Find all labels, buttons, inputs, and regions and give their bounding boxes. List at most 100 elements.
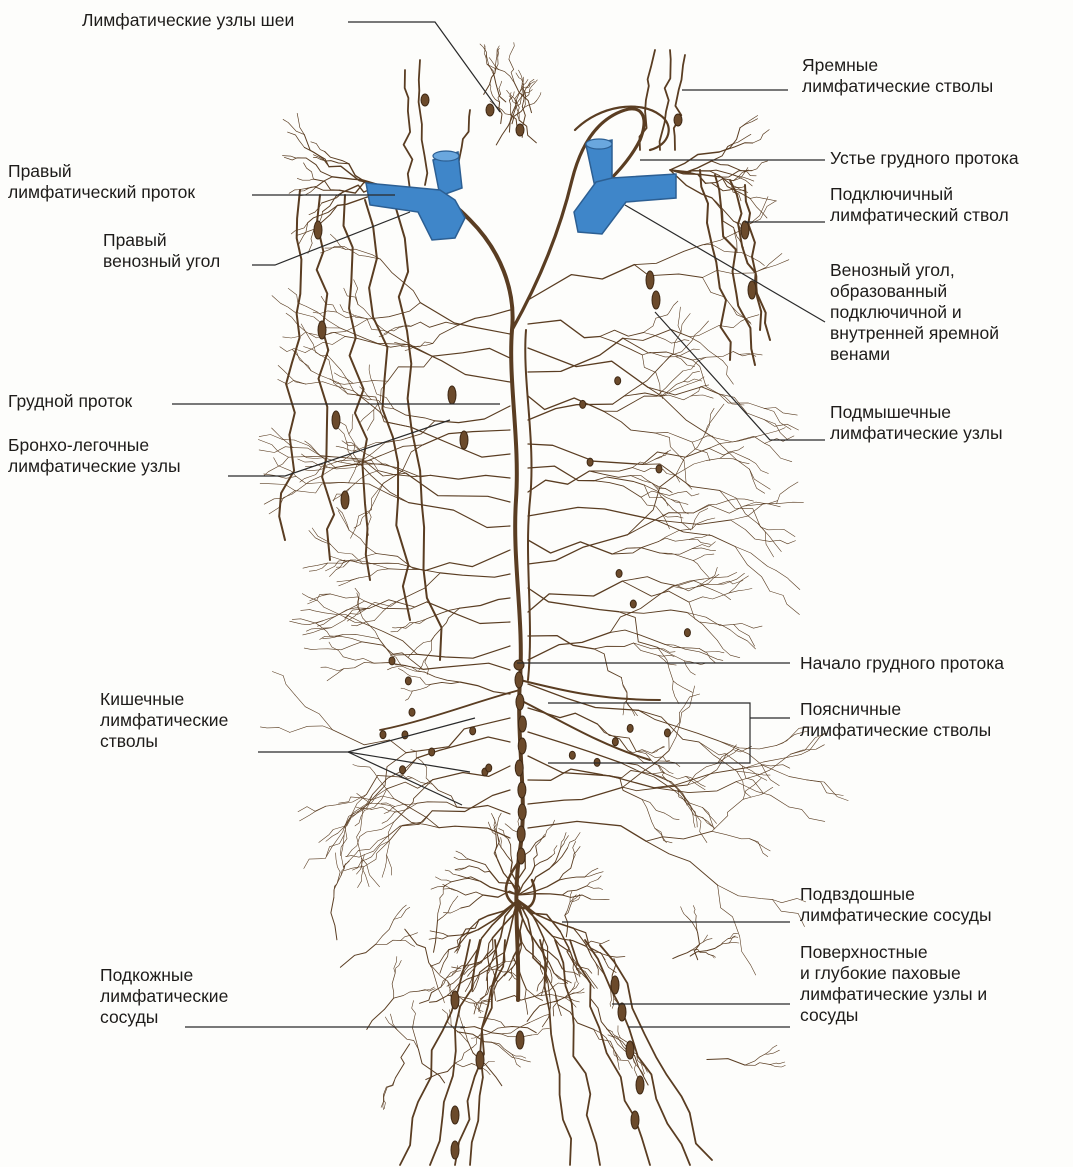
- left-shoulder-vessel: [750, 198, 767, 218]
- left-side-tributary: [412, 684, 431, 691]
- right-side-tributary: [528, 396, 604, 411]
- left-side-tributary: [385, 331, 433, 357]
- subcutaneous-vessel: [384, 1078, 395, 1096]
- right-side-tributary: [709, 448, 750, 459]
- left-side-tributary: [411, 676, 431, 684]
- left-side-tributary: [294, 440, 335, 467]
- right-side-tributary: [663, 757, 680, 767]
- subcutaneous-vessel: [770, 1065, 785, 1068]
- lymph-node: [518, 738, 526, 754]
- lymph-node: [748, 281, 756, 299]
- right-side-tributary: [528, 507, 656, 520]
- left-side-tributary: [297, 352, 312, 371]
- iliac-vessel: [559, 860, 573, 881]
- left-side-tributary: [460, 598, 511, 608]
- left-side-tributary: [283, 332, 306, 338]
- subcutaneous-vessel: [438, 907, 451, 921]
- left-side-tributary: [394, 409, 435, 421]
- iliac-vessel: [522, 941, 537, 959]
- right-side-tributary: [677, 585, 712, 591]
- left-side-tributary: [347, 837, 360, 857]
- right-side-tributary: [718, 741, 761, 765]
- lymph-node: [460, 431, 468, 449]
- lymph-node: [405, 677, 411, 685]
- lymph-node: [674, 114, 682, 126]
- lymph-node: [517, 848, 525, 864]
- left-side-tributary: [417, 636, 435, 648]
- left-shoulder-vessel: [734, 134, 751, 143]
- right-side-tributary: [737, 771, 751, 797]
- iliac-vessel: [461, 920, 479, 937]
- left-arm-vessel: [745, 185, 761, 330]
- left-side-tributary: [288, 288, 306, 306]
- iliac-vessel: [587, 876, 601, 886]
- lymph-node: [616, 570, 622, 578]
- left-side-tributary: [300, 467, 322, 482]
- left-side-tributary: [371, 803, 398, 812]
- subcutaneous-vessel: [331, 898, 337, 940]
- neck-vessel: [480, 44, 487, 57]
- left-side-tributary: [420, 303, 510, 334]
- right-side-tributary: [720, 458, 749, 463]
- leg-lymphatic-vessel: [400, 940, 470, 1165]
- left-side-tributary: [304, 347, 328, 356]
- right-side-tributary: [764, 408, 791, 429]
- right-side-tributary: [604, 411, 655, 433]
- left-side-tributary: [368, 303, 421, 319]
- lymph-node: [476, 1051, 484, 1069]
- right-side-tributary: [528, 632, 610, 660]
- right-side-tributary: [667, 301, 678, 315]
- left-side-tributary: [427, 602, 510, 624]
- left-side-tributary: [345, 609, 366, 618]
- subcutaneous-vessel: [551, 993, 569, 1002]
- subcutaneous-vessel: [376, 940, 401, 944]
- left-side-tributary: [357, 809, 363, 858]
- right-side-tributary: [528, 348, 648, 387]
- right-side-tributary: [622, 577, 677, 586]
- subcutaneous-vessel: [392, 973, 395, 998]
- label-jugular-trunks: Яремные лимфатические стволы: [802, 55, 993, 97]
- left-side-tributary: [358, 867, 364, 888]
- right-side-tributary: [626, 702, 634, 716]
- venous-angles: [366, 139, 676, 240]
- left-side-tributary: [440, 573, 510, 577]
- right-side-tributary: [648, 387, 713, 437]
- right-side-tributary: [528, 756, 654, 788]
- left-side-tributary: [331, 608, 369, 627]
- right-shoulder-vessel: [297, 178, 313, 180]
- left-side-tributary: [260, 483, 295, 490]
- left-side-tributary: [435, 406, 510, 423]
- right-side-tributary: [712, 831, 750, 839]
- left-side-tributary: [398, 322, 420, 328]
- left-side-tributary: [321, 667, 344, 671]
- right-side-tributary: [619, 612, 658, 648]
- right-side-tributary: [594, 643, 634, 649]
- right-side-tributary: [623, 751, 669, 788]
- lymph-node: [612, 738, 618, 746]
- right-side-tributary: [764, 420, 798, 430]
- right-side-tributary: [734, 623, 762, 628]
- lymph-node: [515, 760, 523, 776]
- right-side-tributary: [634, 643, 659, 656]
- right-shoulder-vessel: [325, 152, 349, 164]
- right-side-tributary: [658, 647, 685, 661]
- lymph-node: [516, 694, 524, 710]
- right-side-tributary: [692, 542, 715, 549]
- right-side-tributary: [646, 831, 712, 841]
- subcutaneous-vessel: [765, 1045, 777, 1054]
- left-side-tributary: [292, 350, 311, 371]
- right-side-tributary: [693, 561, 709, 578]
- left-side-tributary: [272, 296, 294, 312]
- left-side-tributary: [325, 560, 345, 571]
- subcutaneous-vessel: [412, 1001, 416, 1019]
- lymph-node: [587, 458, 593, 466]
- right-side-tributary: [806, 780, 843, 796]
- subcutaneous-vessel: [558, 1005, 594, 1030]
- right-side-tributary: [528, 821, 646, 841]
- lymph-node: [318, 321, 326, 339]
- lymph-node: [684, 629, 690, 637]
- right-side-tributary: [634, 265, 702, 278]
- left-side-tributary: [290, 726, 333, 733]
- left-side-tributary: [391, 626, 406, 631]
- right-side-tributary: [743, 787, 773, 799]
